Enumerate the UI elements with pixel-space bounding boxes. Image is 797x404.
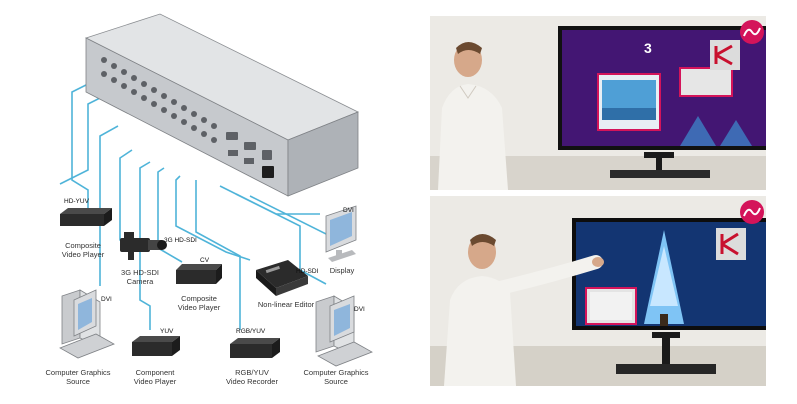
connection-diagram: HD-YUV 3G HD-SDI CV HD-SDI DVI DVI YUV R… — [45, 13, 373, 386]
photo-bottom — [430, 196, 766, 386]
label-display: Display — [329, 266, 355, 275]
tag-yuv: YUV — [160, 328, 174, 335]
tv-bottom — [572, 218, 766, 374]
tag-3g-sdi: 3G HD-SDI — [164, 237, 197, 244]
screen-number: 3 — [644, 40, 652, 56]
label-composite-player-2: Composite Video Player — [177, 294, 221, 312]
label-camera: 3G HD-SDI Camera — [121, 268, 159, 286]
tag-cv: CV — [200, 257, 210, 264]
photo-bottom-scene — [430, 196, 766, 386]
label-composite-player: Composite Video Player — [61, 241, 105, 259]
cg-source-right-device — [315, 295, 373, 367]
label-cg-source-right: Computer Graphics Source — [303, 368, 369, 386]
cable-cv — [157, 167, 183, 263]
tag-dvi-right: DVI — [354, 306, 365, 313]
display-device — [325, 205, 357, 262]
rgb-recorder-device — [230, 338, 280, 358]
cable-hd-yuv — [71, 79, 97, 210]
cable-dvi-display — [219, 185, 320, 215]
tag-rgb-yuv: RGB/YUV — [236, 328, 266, 335]
rear-connectors — [101, 57, 274, 178]
tag-dvi-left: DVI — [101, 296, 112, 303]
tag-dvi-display: DVI — [343, 207, 354, 214]
kramer-badge-bottom — [740, 200, 764, 224]
composite-player-2-device — [176, 264, 222, 284]
photo-top: 3 — [430, 16, 766, 190]
component-player-device — [132, 336, 180, 356]
tag-hd-yuv: HD-YUV — [64, 198, 89, 205]
matrix-switcher — [84, 13, 359, 197]
photo-top-scene — [430, 16, 766, 190]
cable-yuv — [139, 161, 151, 330]
tv-top — [558, 26, 766, 178]
label-rgb-recorder: RGB/YUV Video Recorder — [226, 368, 278, 386]
cable-rgb-yuv — [195, 180, 241, 330]
kramer-badge-top — [740, 20, 764, 44]
nonlinear-editor-device — [256, 260, 308, 296]
presenter-top — [438, 42, 508, 190]
composite-player-device — [60, 208, 112, 226]
label-nonlinear-editor: Non-linear Editor — [257, 300, 315, 309]
diagram-drawing — [59, 13, 373, 367]
camera-device — [120, 232, 167, 260]
presenter-bottom — [444, 234, 604, 386]
cg-source-left-device — [59, 289, 115, 359]
cable-dvi-right — [235, 193, 327, 285]
label-component-player: Component Video Player — [133, 368, 177, 386]
cable-hd-sdi — [175, 175, 251, 261]
tag-hd-sdi: HD-SDI — [296, 268, 319, 275]
cable-dvi-left — [99, 125, 119, 286]
cables — [59, 79, 352, 330]
label-cg-source-left: Computer Graphics Source — [45, 368, 111, 386]
